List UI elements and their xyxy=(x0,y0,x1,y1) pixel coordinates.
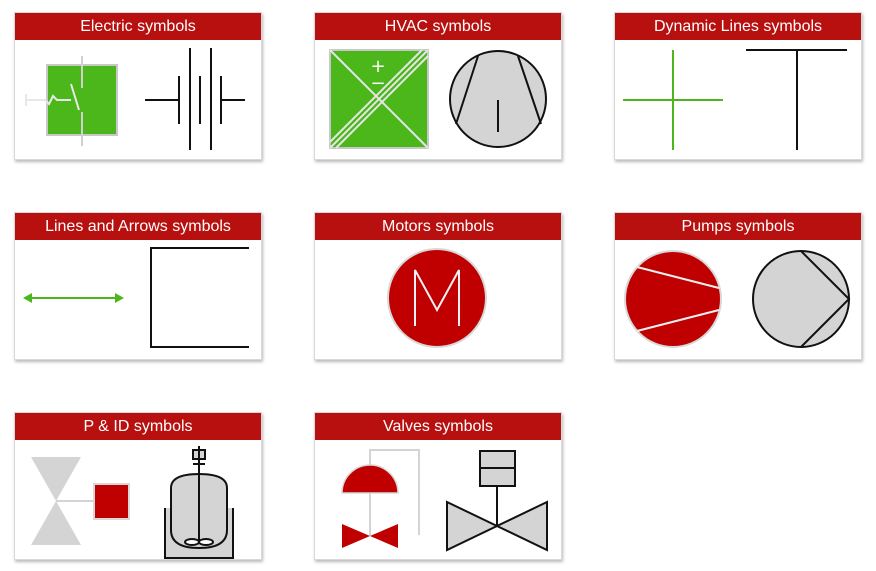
card-title: Electric symbols xyxy=(15,13,261,40)
gray-pump-icon xyxy=(752,250,851,348)
card-title: Valves symbols xyxy=(315,413,561,440)
card-body xyxy=(615,240,861,359)
red-control-valve-icon xyxy=(341,449,420,548)
green-cross-line-icon xyxy=(623,50,723,150)
card-motors[interactable]: Motors symbols xyxy=(314,212,562,360)
card-hvac[interactable]: HVAC symbols + − xyxy=(314,12,562,160)
card-body xyxy=(615,40,861,159)
card-title: Dynamic Lines symbols xyxy=(615,13,861,40)
card-body xyxy=(15,40,261,159)
double-arrow-icon xyxy=(23,293,124,303)
minus-sign: − xyxy=(370,73,385,94)
card-lines-arrows[interactable]: Lines and Arrows symbols xyxy=(14,212,262,360)
red-pump-icon xyxy=(624,250,722,348)
green-switch-icon xyxy=(25,56,118,146)
black-tee-line-icon xyxy=(746,49,847,150)
card-body: + − xyxy=(315,40,561,159)
gray-valve-with-square-icon xyxy=(31,457,130,545)
battery-icon xyxy=(145,48,245,150)
bracket-line-icon xyxy=(150,247,249,348)
card-title: Motors symbols xyxy=(315,213,561,240)
card-pumps[interactable]: Pumps symbols xyxy=(614,212,862,360)
plus-sign: + xyxy=(370,56,385,77)
reactor-vessel-icon xyxy=(164,446,234,559)
card-electric[interactable]: Electric symbols xyxy=(14,12,262,160)
gray-actuated-valve-icon xyxy=(446,450,548,552)
card-title: Pumps symbols xyxy=(615,213,861,240)
card-body xyxy=(15,440,261,559)
card-valves[interactable]: Valves symbols xyxy=(314,412,562,560)
card-title: P & ID symbols xyxy=(15,413,261,440)
motor-m-icon xyxy=(387,248,487,348)
card-title: HVAC symbols xyxy=(315,13,561,40)
card-dynamic-lines[interactable]: Dynamic Lines symbols xyxy=(614,12,862,160)
green-damper-icon: + − xyxy=(329,49,429,149)
card-pid[interactable]: P & ID symbols xyxy=(14,412,262,560)
gray-fan-icon xyxy=(449,50,547,148)
card-body xyxy=(315,240,561,359)
card-body xyxy=(15,240,261,359)
card-title: Lines and Arrows symbols xyxy=(15,213,261,240)
card-body xyxy=(315,440,561,559)
